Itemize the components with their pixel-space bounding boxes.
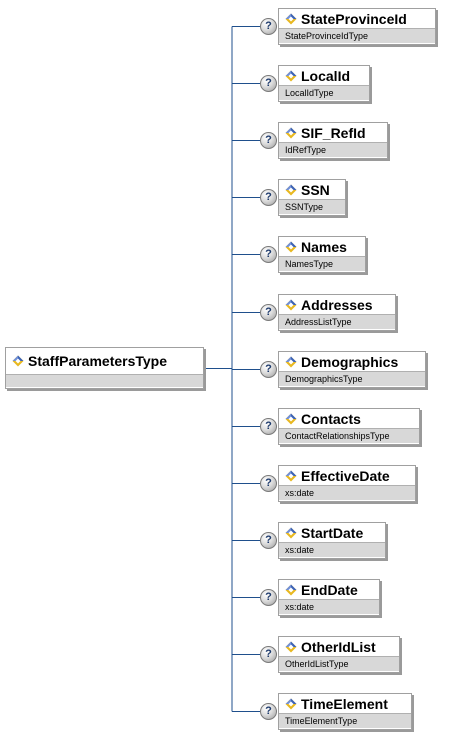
element-diamond-icon	[285, 184, 297, 196]
element-type-label: AddressListType	[279, 314, 395, 329]
element-name: SSN	[301, 181, 330, 198]
question-mark-icon: ?	[260, 246, 277, 263]
element-name: SIF_RefId	[301, 124, 366, 141]
element-diamond-icon	[285, 641, 297, 653]
element-diamond-icon	[285, 70, 297, 82]
element-type-label: xs:date	[279, 485, 415, 500]
element-type-label: NamesType	[279, 256, 365, 271]
element-name: Names	[301, 238, 347, 255]
question-mark-icon: ?	[260, 189, 277, 206]
element-type-label: DemographicsType	[279, 371, 425, 386]
element-diamond-icon	[285, 527, 297, 539]
element-type-label: xs:date	[279, 542, 385, 557]
question-mark-icon: ?	[260, 18, 277, 35]
element-type-label: TimeElementType	[279, 713, 411, 728]
question-mark-icon: ?	[260, 132, 277, 149]
element-name: Addresses	[301, 296, 373, 313]
element-name: EffectiveDate	[301, 467, 390, 484]
element-diamond-icon	[285, 299, 297, 311]
element-diamond-icon	[285, 698, 297, 710]
element-diamond-icon	[285, 127, 297, 139]
element-type-label: ContactRelationshipsType	[279, 428, 419, 443]
element-name: StateProvinceId	[301, 10, 407, 27]
question-mark-icon: ?	[260, 304, 277, 321]
element-diamond-icon	[285, 356, 297, 368]
question-mark-icon: ?	[260, 418, 277, 435]
element-type-label: SSNType	[279, 199, 345, 214]
question-mark-icon: ?	[260, 646, 277, 663]
question-mark-icon: ?	[260, 703, 277, 720]
element-type-label: IdRefType	[279, 142, 387, 157]
element-name: LocalId	[301, 67, 351, 84]
element-diamond-icon	[12, 355, 24, 367]
element-name: Contacts	[301, 410, 361, 427]
element-name: EndDate	[301, 581, 358, 598]
element-type-label: LocalIdType	[279, 85, 369, 100]
element-diamond-icon	[285, 470, 297, 482]
element-type-label: xs:date	[279, 599, 379, 614]
root-type-box[interactable]: StaffParametersType	[5, 347, 204, 389]
element-diamond-icon	[285, 413, 297, 425]
question-mark-icon: ?	[260, 475, 277, 492]
root-type-name: StaffParametersType	[28, 353, 168, 369]
element-diamond-icon	[285, 584, 297, 596]
element-name: StartDate	[301, 524, 364, 541]
element-name: TimeElement	[301, 695, 388, 712]
element-diamond-icon	[285, 13, 297, 25]
root-type-band	[6, 374, 203, 387]
question-mark-icon: ?	[260, 75, 277, 92]
question-mark-icon: ?	[260, 361, 277, 378]
element-name: Demographics	[301, 353, 399, 370]
question-mark-icon: ?	[260, 589, 277, 606]
element-name: OtherIdList	[301, 638, 376, 655]
element-diamond-icon	[285, 241, 297, 253]
element-type-label: OtherIdListType	[279, 656, 399, 671]
element-type-label: StateProvinceIdType	[279, 28, 435, 43]
question-mark-icon: ?	[260, 532, 277, 549]
